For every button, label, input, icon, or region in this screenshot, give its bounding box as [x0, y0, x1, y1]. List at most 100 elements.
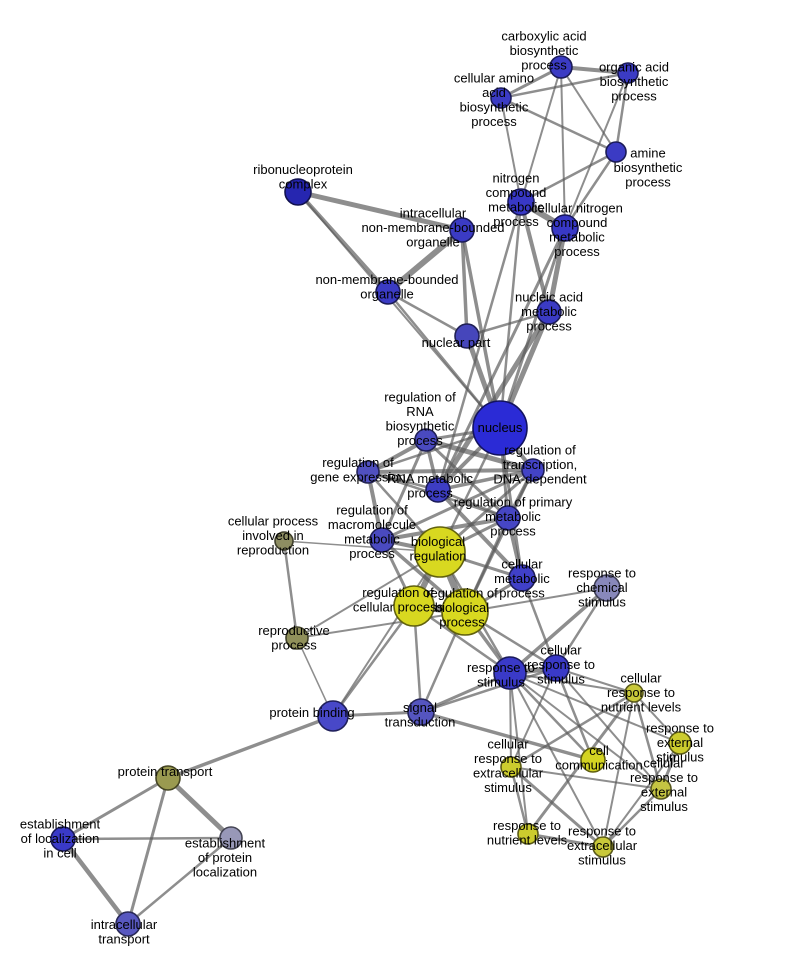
node-label-line: metabolic	[521, 304, 577, 319]
node-label-line: protein binding	[269, 705, 354, 720]
edge-cellular-nitrogen-compound-metabolic-process--nucleic-acid-metabolic-process	[546, 225, 568, 315]
edge-non-membrane-bounded-organelle--nuclear-part	[386, 290, 469, 338]
node-nitrogen-compound-metabolic-process[interactable]	[507, 188, 535, 216]
node-intracellular-non-membrane-bounded-organelle[interactable]	[449, 217, 475, 243]
node-label-line: regulation of	[362, 585, 434, 600]
edge-response-to-external-stimulus--response-to-extracellular-stimulus	[602, 742, 681, 848]
node-protein-transport[interactable]	[155, 765, 181, 791]
node-regulation-of-biological-process[interactable]	[441, 588, 489, 636]
node-layer	[50, 55, 692, 937]
node-label-line: process	[471, 114, 517, 129]
node-rna-metabolic-process[interactable]	[425, 477, 451, 503]
node-response-to-extracellular-stimulus[interactable]	[592, 836, 614, 858]
node-cellular-process-involved-in-reproduction[interactable]	[274, 531, 294, 551]
node-label-line: metabolic	[344, 531, 400, 546]
node-label-line: nutrient levels	[487, 832, 568, 847]
node-label-line: of localization	[21, 831, 100, 846]
node-amine-biosynthetic-process[interactable]	[605, 141, 627, 163]
node-label-line: regulation of primary	[454, 495, 573, 510]
node-label-line: intracellular	[400, 206, 467, 221]
node-response-to-stimulus[interactable]	[493, 656, 527, 690]
edge-reproductive-process--regulation-of-biological-process	[296, 611, 466, 639]
node-cellular-nitrogen-compound-metabolic-process[interactable]	[551, 214, 579, 242]
node-organic-acid-biosynthetic-process[interactable]	[617, 62, 639, 84]
node-label-line: stimulus	[537, 672, 585, 687]
edge-carboxylic-acid-biosynthetic-process--cellular-nitrogen-compound-metabolic-process	[560, 66, 566, 229]
node-label-line: cellular nitrogen	[531, 200, 623, 215]
node-label-line: process	[526, 319, 572, 334]
edge-establishment-of-localization-in-cell--establishment-of-protein-localization	[61, 836, 233, 841]
node-signal-transduction[interactable]	[407, 698, 435, 726]
node-nuclear-part[interactable]	[454, 323, 480, 349]
node-label-line: metabolic	[485, 509, 541, 524]
node-cellular-response-to-external-stimulus[interactable]	[650, 778, 672, 800]
node-non-membrane-bounded-organelle[interactable]	[375, 279, 401, 305]
node-label-line: nucleus	[478, 420, 523, 435]
node-label-line: transport	[98, 931, 150, 946]
node-response-to-nutrient-levels[interactable]	[517, 823, 539, 845]
node-regulation-of-primary-metabolic-process[interactable]	[495, 505, 521, 531]
node-label-line: process	[397, 433, 443, 448]
node-label-line: compound	[547, 215, 608, 230]
node-intracellular-transport[interactable]	[115, 911, 141, 937]
edge-organic-acid-biosynthetic-process--cellular-nitrogen-compound-metabolic-process	[564, 72, 629, 229]
node-label-line: regulation of	[504, 443, 576, 458]
edge-carboxylic-acid-biosynthetic-process--amine-biosynthetic-process	[560, 66, 617, 153]
edge-nucleic-acid-metabolic-process--nuclear-part	[465, 310, 551, 338]
node-regulation-of-gene-expression[interactable]	[356, 460, 380, 484]
node-label-line: process	[349, 546, 395, 561]
edge-response-to-extracellular-stimulus--cellular-response-to-external-stimulus	[601, 787, 663, 849]
node-regulation-of-macromolecule-metabolic-process[interactable]	[369, 527, 395, 553]
edge-regulation-of-transcription-dna-dependent--regulation-of-gene-expression	[366, 468, 535, 474]
node-protein-binding[interactable]	[317, 700, 349, 732]
edge-reproductive-process--biological-regulation	[296, 551, 441, 639]
node-cellular-metabolic-process[interactable]	[508, 564, 536, 592]
node-cellular-amino-acid-biosynthetic-process[interactable]	[490, 87, 512, 109]
node-biological-regulation[interactable]	[414, 526, 466, 578]
edge-cellular-process-involved-in-reproduction--biological-regulation	[283, 540, 441, 553]
edge-response-to-stimulus--cell-communication	[508, 671, 595, 762]
node-establishment-of-localization-in-cell[interactable]	[50, 826, 76, 852]
node-response-to-external-stimulus[interactable]	[668, 731, 692, 755]
node-regulation-of-transcription-dna-dependent[interactable]	[521, 458, 545, 482]
node-label-line: ribonucleoprotein	[253, 162, 353, 177]
node-label-line: metabolic	[494, 571, 550, 586]
node-nucleus[interactable]	[472, 400, 528, 456]
node-establishment-of-protein-localization[interactable]	[219, 826, 243, 850]
node-ribonucleoprotein-complex[interactable]	[284, 178, 312, 206]
node-reproductive-process[interactable]	[285, 626, 309, 650]
node-label-line: chemical	[576, 580, 627, 595]
node-regulation-of-rna-biosynthetic-process[interactable]	[414, 428, 438, 452]
node-label-line: cellular	[501, 557, 543, 572]
node-cellular-response-to-extracellular-stimulus[interactable]	[500, 756, 522, 778]
node-label-line: response to	[474, 751, 542, 766]
node-label-line: process	[439, 615, 485, 630]
node-label-line: establishment	[20, 817, 101, 832]
node-label-nucleus: nucleus	[478, 420, 523, 435]
node-regulation-of-cellular-process[interactable]	[393, 585, 435, 627]
edge-intracellular-non-membrane-bounded-organelle--nuclear-part	[460, 228, 469, 338]
node-cellular-response-to-stimulus[interactable]	[542, 654, 570, 682]
node-label-line: gene expression	[310, 469, 405, 484]
node-label-protein-transport: protein transport	[118, 764, 213, 779]
node-nucleic-acid-metabolic-process[interactable]	[536, 299, 562, 325]
node-label-line: nutrient levels	[601, 700, 682, 715]
node-carboxylic-acid-biosynthetic-process[interactable]	[549, 55, 573, 79]
edge-cellular-process-involved-in-reproduction--reproductive-process	[282, 539, 299, 640]
node-cellular-response-to-nutrient-levels[interactable]	[624, 683, 644, 703]
node-cell-communication[interactable]	[580, 747, 606, 773]
node-response-to-chemical-stimulus[interactable]	[593, 574, 621, 602]
node-label-line: process	[490, 524, 536, 539]
